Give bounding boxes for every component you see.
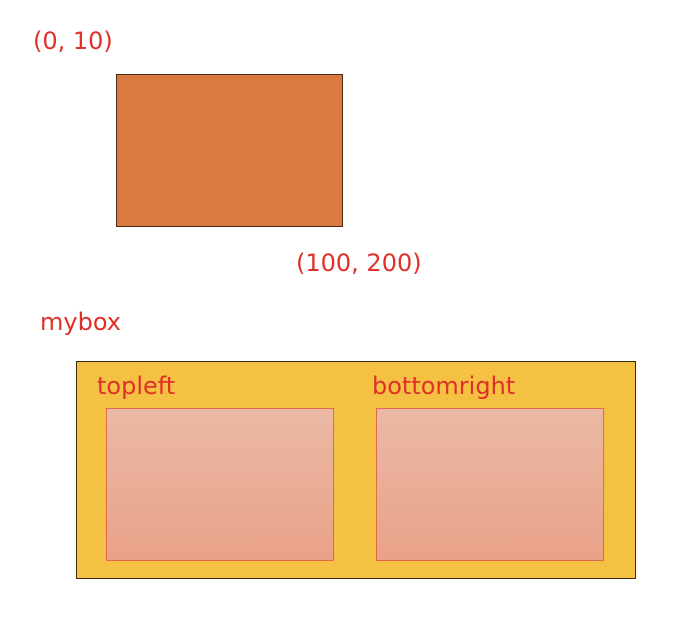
inner-box-right-label: bottomright: [372, 372, 516, 400]
main-rectangle: [116, 74, 343, 227]
inner-box-left-label: topleft: [97, 372, 176, 400]
inner-box-topleft: [106, 408, 334, 561]
inner-box-bottomright: [376, 408, 604, 561]
container-name-label: mybox: [40, 308, 121, 336]
bottom-right-coordinate-label: (100, 200): [296, 249, 422, 277]
top-left-coordinate-label: (0, 10): [33, 27, 113, 55]
